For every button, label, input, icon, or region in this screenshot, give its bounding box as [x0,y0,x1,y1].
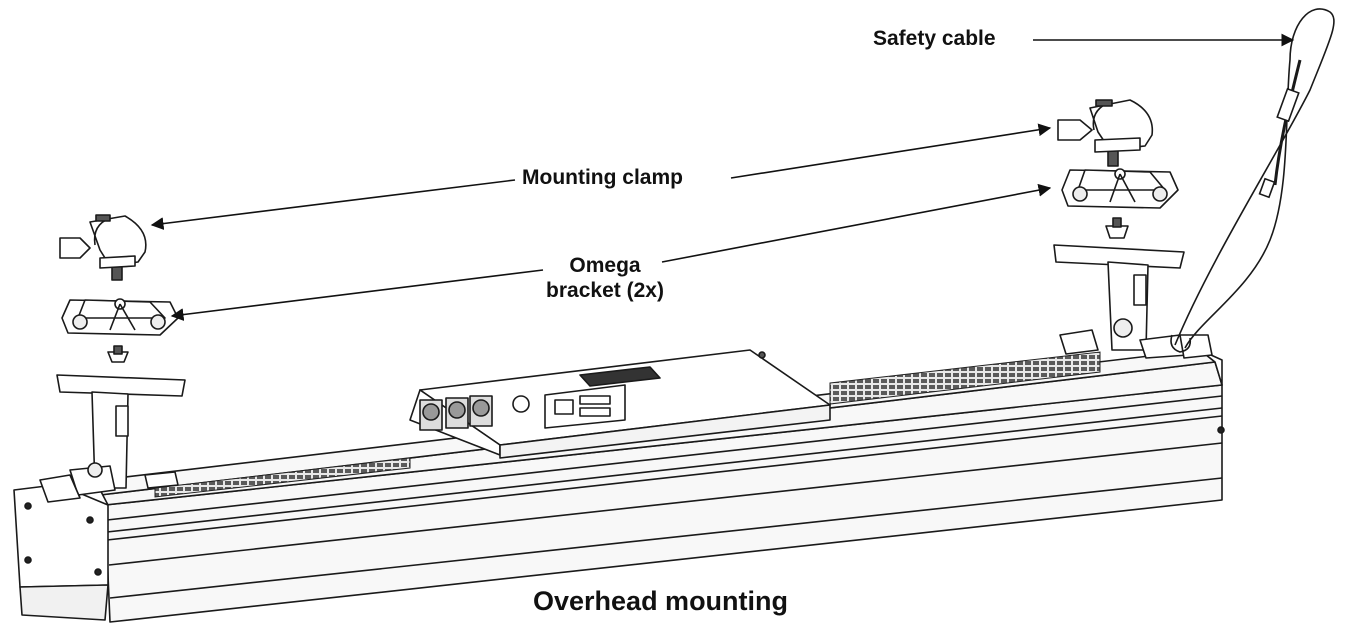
omega-bracket-arrow-left [170,269,544,321]
callout-arrows [150,33,1295,321]
control-box [409,349,831,459]
label-omega-bracket-line1: Omega [569,254,641,277]
mounting-clamp-left-icon [59,214,147,281]
label-omega-bracket-line2: bracket (2x) [546,279,664,302]
label-mounting-clamp: Mounting clamp [522,166,683,189]
left-stand [39,374,186,503]
omega-bracket-left-icon [61,298,179,363]
omega-bracket-arrow-right [661,183,1052,263]
mounting-clamp-right-icon [1057,99,1154,167]
end-cap-left [13,479,109,621]
label-safety-cable: Safety cable [873,27,996,50]
end-cap-right [1199,349,1225,434]
mounting-clamp-arrow-left [150,179,516,230]
right-stand [1053,244,1213,359]
mounting-clamp-arrow-right [730,123,1052,179]
label-omega-bracket: Omega bracket (2x) [544,253,666,303]
figure-caption: Overhead mounting [533,586,789,616]
omega-bracket-right-icon [1061,168,1179,239]
safety-cable-icon [1170,8,1335,353]
